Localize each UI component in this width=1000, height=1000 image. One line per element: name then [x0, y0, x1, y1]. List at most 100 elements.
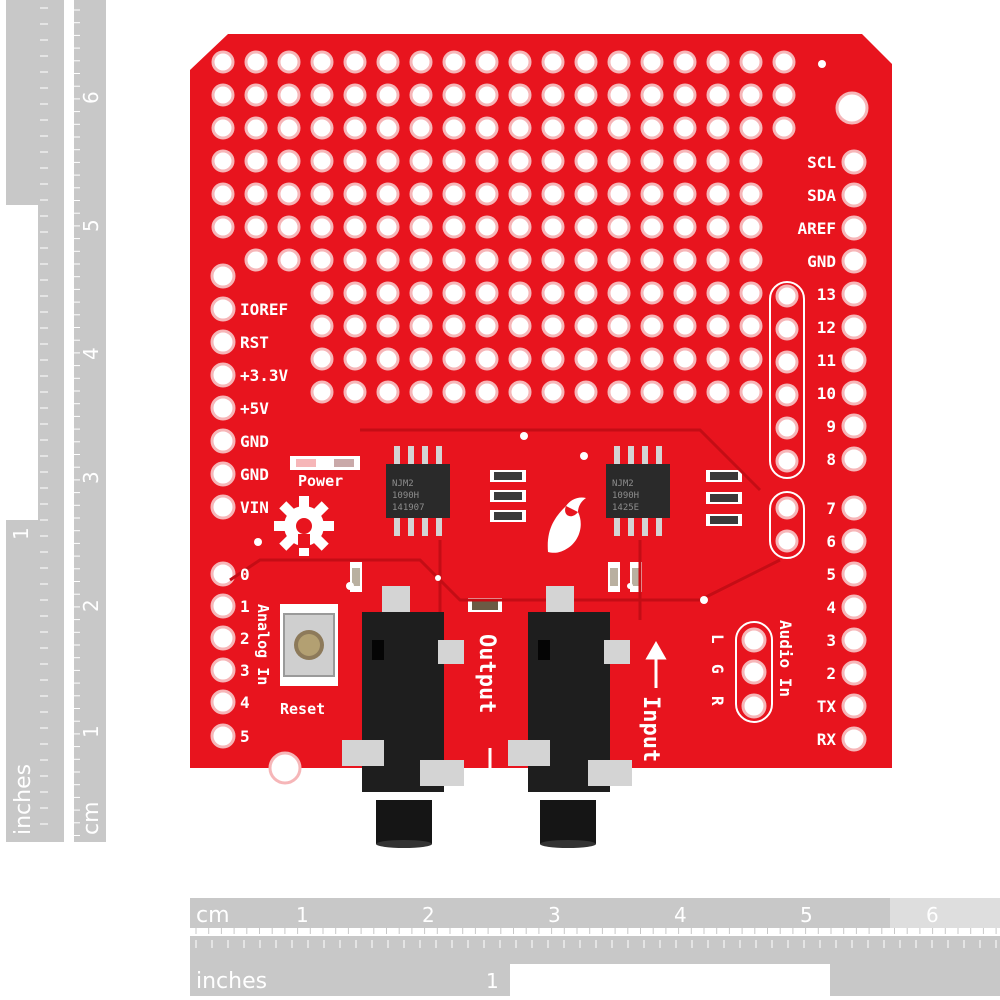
input-audio-jack[interactable]: [508, 586, 632, 848]
proto-hole: [640, 83, 664, 107]
analog-in-header: [210, 561, 236, 749]
proto-hole: [211, 149, 235, 173]
right-header-label: 9: [826, 417, 836, 436]
proto-hole: [475, 248, 499, 272]
vertical-ruler-cm-4: 4: [79, 347, 103, 360]
proto-hole: [706, 248, 730, 272]
proto-hole: [508, 83, 532, 107]
proto-hole: [739, 281, 763, 305]
proto-hole: [607, 281, 631, 305]
analog-in-label: Analog In: [254, 604, 272, 685]
right-header-pin: [841, 347, 867, 373]
icsp-pad: [775, 416, 799, 440]
proto-hole: [706, 380, 730, 404]
power-led: Power: [290, 456, 360, 490]
right-header-pin: [841, 495, 867, 521]
proto-hole: [706, 116, 730, 140]
proto-hole: [706, 347, 730, 371]
vertical-ruler-cm-1: 1: [79, 725, 103, 738]
vertical-ruler-cm-2: 2: [79, 599, 103, 612]
proto-hole: [475, 182, 499, 206]
proto-hole: [244, 248, 268, 272]
proto-hole: [739, 149, 763, 173]
right-header-label: 6: [826, 532, 836, 551]
right-header-pin: [841, 446, 867, 472]
right-header-pin: [841, 281, 867, 307]
output-audio-jack[interactable]: [342, 586, 464, 848]
proto-hole: [508, 347, 532, 371]
proto-hole: [640, 380, 664, 404]
analog-pin: [210, 723, 236, 749]
icsp-pad: [775, 350, 799, 374]
proto-hole: [475, 50, 499, 74]
proto-hole: [409, 182, 433, 206]
proto-hole: [640, 281, 664, 305]
proto-hole: [607, 314, 631, 338]
proto-hole: [739, 248, 763, 272]
proto-hole: [310, 281, 334, 305]
proto-hole: [574, 215, 598, 239]
proto-hole: [343, 116, 367, 140]
proto-hole: [376, 380, 400, 404]
proto-hole: [673, 149, 697, 173]
audio-in-letter-g: G: [708, 664, 727, 674]
proto-hole: [244, 83, 268, 107]
vertical-ruler-inch-1: 1: [9, 527, 33, 540]
right-header-label: 5: [826, 565, 836, 584]
proto-hole: [508, 215, 532, 239]
right-header-pin: [841, 149, 867, 175]
right-header-pin: [841, 726, 867, 752]
vertical-ruler-cm-3: 3: [79, 471, 103, 484]
proto-hole: [277, 116, 301, 140]
proto-hole: [442, 83, 466, 107]
proto-hole: [706, 314, 730, 338]
left-header-pin: [210, 395, 236, 421]
audio-in-letter-r: R: [708, 696, 727, 706]
proto-hole: [607, 380, 631, 404]
audio-in-label: Audio In: [776, 620, 795, 697]
proto-hole: [475, 116, 499, 140]
op-amp-chip-left: NJM2 1090H 141907: [386, 446, 450, 536]
right-header-label: 11: [817, 351, 836, 370]
proto-hole: [607, 149, 631, 173]
audio-shield-board: Analog In Power: [190, 34, 892, 848]
proto-hole: [706, 182, 730, 206]
proto-hole: [409, 116, 433, 140]
icsp-pad: [775, 449, 799, 473]
pcb-traces: [229, 428, 781, 620]
proto-hole: [508, 248, 532, 272]
analog-pin: [210, 593, 236, 619]
horizontal-ruler: cm inches 1 2 3 4 5 6 1: [190, 898, 1000, 996]
proto-hole: [409, 149, 433, 173]
horizontal-ruler-cm-6: 6: [926, 903, 939, 927]
analog-pin-label: 5: [240, 727, 250, 746]
proto-hole: [739, 347, 763, 371]
proto-hole: [574, 149, 598, 173]
right-header-label: 2: [826, 664, 836, 683]
proto-hole: [541, 314, 565, 338]
proto-hole: [244, 116, 268, 140]
proto-hole: [211, 83, 235, 107]
left-header-label: IOREF: [240, 300, 288, 319]
proto-hole: [475, 281, 499, 305]
audio-in-header: [735, 621, 773, 723]
proto-hole: [706, 215, 730, 239]
right-header-label: 12: [817, 318, 836, 337]
proto-hole: [277, 50, 301, 74]
proto-hole: [673, 215, 697, 239]
proto-hole: [574, 380, 598, 404]
left-header-pin: [210, 362, 236, 388]
vertical-ruler: inches cm 2 1 6 5 4 3 2 1: [6, 0, 106, 842]
reset-button[interactable]: Reset: [280, 604, 338, 718]
horizontal-ruler-cm-label: cm: [196, 903, 230, 928]
proto-hole: [310, 149, 334, 173]
chip-left-line2: 1090H: [392, 491, 419, 501]
right-header-pin: [841, 660, 867, 686]
proto-hole: [310, 248, 334, 272]
proto-hole: [739, 182, 763, 206]
open-hardware-gear-icon: [274, 496, 334, 556]
proto-hole: [442, 281, 466, 305]
proto-hole: [442, 182, 466, 206]
right-header-pin: [841, 528, 867, 554]
chip-right-line3: 1425E: [612, 503, 639, 513]
